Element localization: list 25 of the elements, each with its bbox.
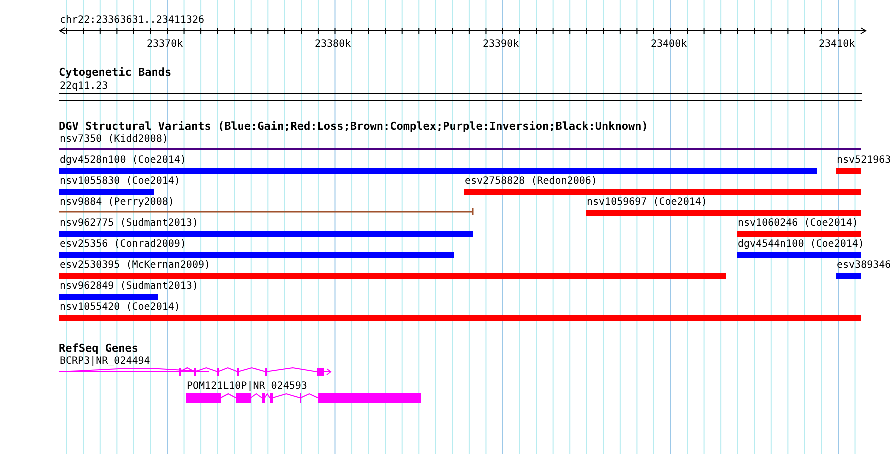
feature-label: nsv962849 (Sudmant2013) xyxy=(60,281,198,292)
scale-tick-label: 23370k xyxy=(147,39,184,50)
feature-label: nsv7350 (Kidd2008) xyxy=(60,134,168,145)
feature-label: esv25356 (Conrad2009) xyxy=(60,239,186,250)
feature-label: nsv1055420 (Coe2014) xyxy=(60,302,180,313)
feature-label: nsv1055830 (Coe2014) xyxy=(60,176,180,187)
scale-tick-label: 23380k xyxy=(315,39,352,50)
scale-tick-label: 23410k xyxy=(819,39,856,50)
feature-label: POM121L10P|NR_024593 xyxy=(187,381,308,392)
scale-tick-label: 23400k xyxy=(651,39,688,50)
feature-label: nsv1060246 (Coe2014) xyxy=(738,218,858,229)
track-title: DGV Structural Variants (Blue:Gain;Red:Loss;Brown:Complex;Purple:Inversion;Black:Unknown) xyxy=(59,121,648,132)
locus-label: chr22:23363631..23411326 xyxy=(60,15,204,26)
feature-label: dgv4544n100 (Coe2014) xyxy=(738,239,864,250)
feature-label: nsv9884 (Perry2008) xyxy=(60,197,174,208)
feature-label: nsv1059697 (Coe2014) xyxy=(587,197,708,208)
feature-label: nsv962775 (Sudmant2013) xyxy=(60,218,198,229)
feature-label: BCRP3|NR_024494 xyxy=(60,356,150,367)
scale-tick-label: 23390k xyxy=(483,39,520,50)
feature-label: esv2530395 (McKernan2009) xyxy=(60,260,211,271)
band-label: 22q11.23 xyxy=(60,81,108,92)
track-title: Cytogenetic Bands xyxy=(59,67,172,78)
feature-label: dgv4528n100 (Coe2014) xyxy=(60,155,186,166)
feature-label: esv2758828 (Redon2006) xyxy=(465,176,598,187)
track-title: RefSeq Genes xyxy=(59,343,138,354)
